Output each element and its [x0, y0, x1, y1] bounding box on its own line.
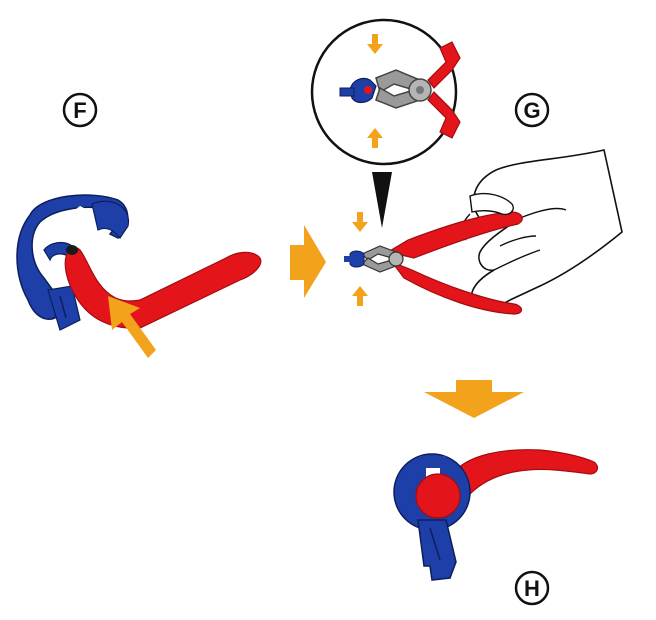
arrow-icon	[290, 225, 326, 298]
pliers-icon	[344, 211, 523, 315]
hose-h-icon	[455, 449, 599, 495]
step-h: H	[393, 449, 599, 606]
squeeze-arrow-top	[352, 212, 368, 232]
step-g-badge: G	[514, 92, 550, 128]
step-h-badge: H	[514, 570, 550, 606]
push-arrow-icon	[108, 296, 156, 358]
clip-crimped-icon	[393, 453, 471, 581]
squeeze-arrow-bottom	[352, 286, 368, 306]
step-f-badge: F	[62, 92, 98, 128]
magnifier-icon	[310, 18, 461, 228]
clip-front-arm	[91, 200, 130, 240]
clip-icon	[16, 194, 129, 331]
step-f-label: F	[73, 98, 86, 123]
step-f: F	[16, 92, 262, 358]
step-g-label: G	[523, 98, 540, 123]
step-h-label: H	[524, 576, 540, 601]
arrow-down-stem	[456, 380, 492, 394]
step-g: G	[310, 18, 623, 315]
hose-icon	[64, 245, 262, 329]
thumb	[469, 192, 514, 216]
arrow-down-icon	[424, 392, 524, 418]
